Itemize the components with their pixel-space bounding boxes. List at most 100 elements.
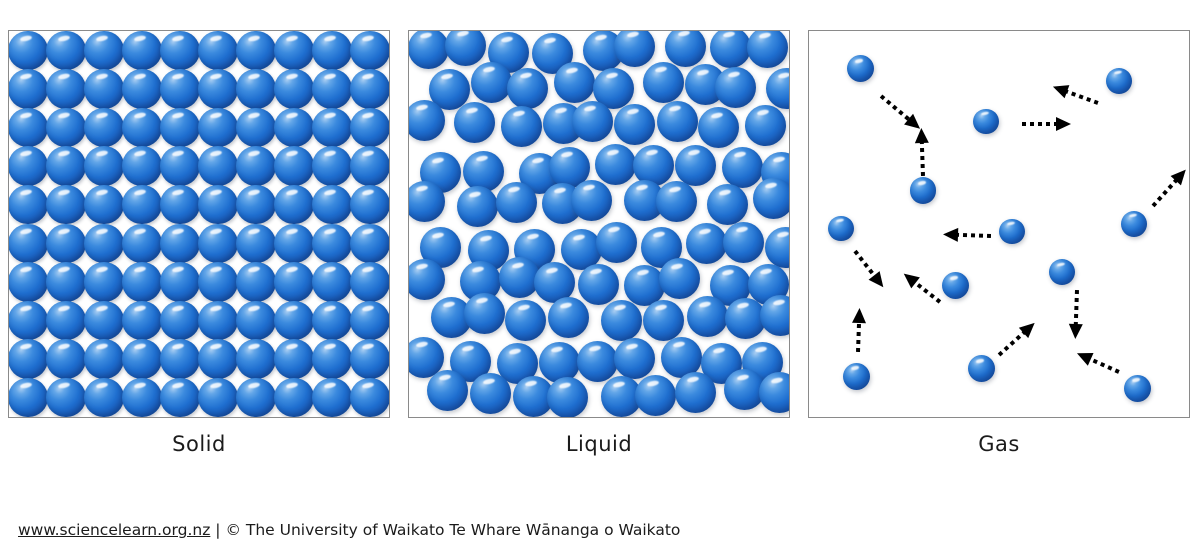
solid-particle — [9, 223, 48, 264]
footer-separator: | — [210, 521, 226, 539]
solid-particle — [236, 300, 276, 341]
gas-particle — [1120, 211, 1147, 237]
liquid-particle — [665, 31, 707, 67]
solid-particle — [160, 223, 200, 264]
motion-arrow-shaft — [856, 322, 862, 353]
solid-particle — [274, 377, 314, 417]
solid-particle — [122, 377, 162, 417]
liquid-particle — [656, 181, 698, 223]
motion-arrow — [914, 128, 929, 176]
liquid-particle — [624, 264, 666, 306]
solid-particle — [198, 339, 238, 379]
liquid-particle — [547, 297, 589, 339]
liquid-particle — [426, 369, 468, 411]
solid-particle — [274, 300, 314, 341]
solid-particle — [236, 107, 276, 148]
solid-particle — [198, 262, 238, 302]
liquid-particle — [454, 102, 496, 144]
liquid-particle — [595, 144, 637, 186]
liquid-particle — [463, 151, 505, 193]
liquid-particle — [723, 222, 765, 264]
caption-gas: Gas — [978, 432, 1020, 456]
liquid-particle — [409, 31, 449, 69]
liquid-particle — [674, 371, 716, 413]
solid-particle — [122, 146, 162, 186]
solid-particle — [84, 300, 124, 341]
solid-particle — [312, 262, 352, 302]
liquid-particle — [745, 104, 787, 146]
footer-copyright: © The University of Waikato Te Whare Wān… — [225, 521, 681, 539]
solid-particle — [274, 223, 314, 264]
solid-particle — [160, 107, 200, 148]
motion-arrow-head-icon — [1068, 324, 1083, 340]
gas-particle — [972, 108, 999, 135]
solid-particle — [312, 184, 352, 225]
liquid-particle — [686, 223, 728, 265]
liquid-particle — [444, 31, 486, 67]
panel-liquid — [408, 30, 790, 418]
liquid-particle — [470, 373, 512, 415]
solid-particle — [122, 223, 162, 264]
motion-arrow — [851, 248, 889, 292]
sciencelearn-link[interactable]: www.sciencelearn.org.nz — [18, 521, 211, 539]
solid-particle — [350, 146, 389, 186]
motion-arrow-shaft — [853, 249, 876, 278]
caption-solid: Solid — [172, 432, 226, 456]
liquid-particle — [759, 372, 789, 414]
solid-particle — [274, 262, 314, 302]
liquid-particle — [760, 294, 789, 336]
liquid-particle — [765, 67, 789, 109]
solid-particle — [274, 69, 314, 109]
solid-particle — [84, 146, 124, 186]
motion-arrow-head-icon — [852, 308, 867, 324]
solid-particle — [274, 31, 314, 71]
solid-particle — [274, 146, 314, 186]
liquid-particle — [547, 377, 589, 417]
liquid-particle — [656, 101, 698, 143]
motion-arrow-head-icon — [1050, 80, 1070, 99]
motion-arrow-shaft — [1089, 357, 1120, 374]
motion-arrow-shaft — [1065, 90, 1099, 106]
solid-particle — [236, 31, 276, 71]
footer-attribution: www.sciencelearn.org.nz | © The Universi… — [18, 521, 680, 539]
solid-particle — [160, 339, 200, 379]
solid-particle — [236, 69, 276, 109]
solid-particle — [312, 69, 352, 109]
solid-particle — [350, 300, 389, 341]
solid-particle — [198, 300, 238, 341]
solid-particle — [9, 107, 48, 148]
solid-particle — [9, 184, 48, 225]
liquid-particle — [698, 107, 740, 149]
liquid-particle — [538, 342, 580, 383]
solid-particle — [198, 377, 238, 417]
liquid-particle — [570, 179, 612, 221]
solid-particle — [122, 184, 162, 225]
liquid-particle — [675, 145, 717, 187]
liquid-particle — [495, 181, 537, 223]
solid-particle — [46, 223, 86, 264]
motion-arrow-shaft — [919, 142, 925, 176]
liquid-particle — [554, 62, 596, 104]
solid-particle — [46, 339, 86, 379]
solid-particle — [84, 262, 124, 302]
solid-particle — [9, 69, 48, 109]
motion-arrow-shaft — [1021, 122, 1058, 127]
solid-particle — [84, 184, 124, 225]
motion-arrow — [1068, 290, 1083, 340]
liquid-particle — [409, 100, 445, 142]
motion-arrow-shaft — [1073, 290, 1079, 326]
liquid-particle — [595, 221, 637, 263]
solid-particle — [46, 184, 86, 225]
solid-particle — [160, 31, 200, 71]
liquid-particle — [658, 258, 700, 300]
solid-particle — [9, 377, 48, 417]
motion-arrow — [943, 227, 992, 242]
liquid-particle — [660, 336, 702, 378]
liquid-particle — [470, 61, 512, 103]
motion-arrow — [852, 308, 867, 353]
solid-particle — [236, 262, 276, 302]
liquid-particle — [614, 103, 656, 145]
gas-particle — [968, 355, 996, 383]
solid-particle — [160, 377, 200, 417]
motion-arrow-shaft — [1151, 178, 1179, 208]
